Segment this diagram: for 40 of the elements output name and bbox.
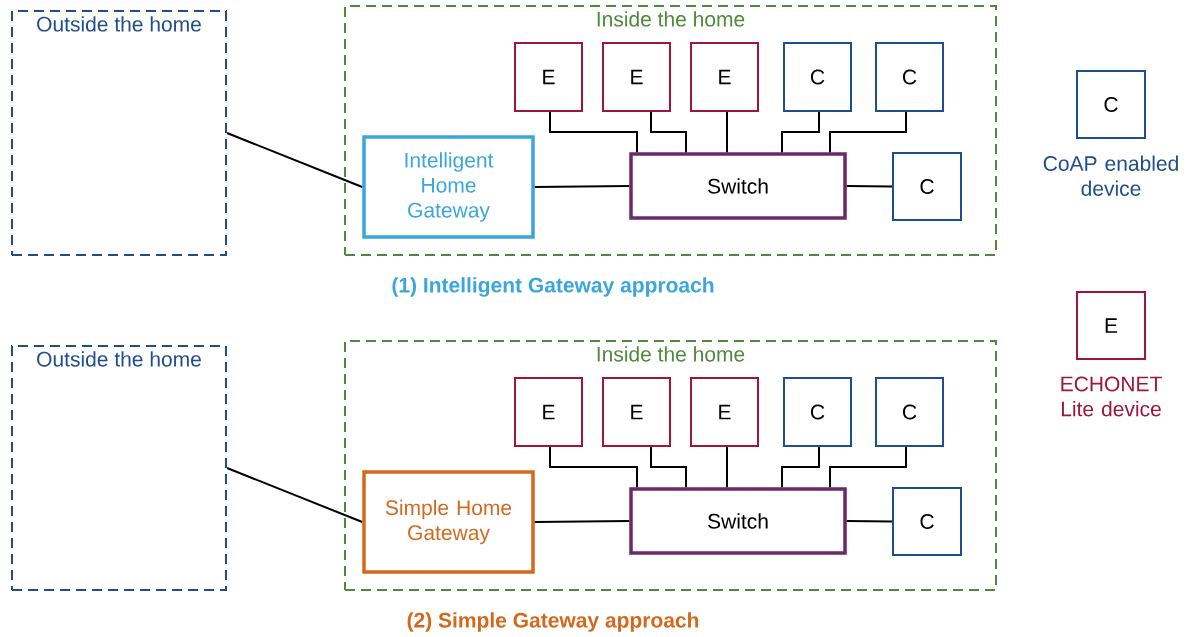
legend-text: ECHONET Lite device [1061, 376, 1162, 417]
device-box: E [602, 377, 671, 447]
switch-box: Switch [629, 152, 847, 220]
connector-line [829, 446, 907, 489]
device-box: E [514, 42, 583, 112]
connector-line [845, 520, 893, 523]
device-box: C [875, 377, 944, 447]
device-box: C [783, 42, 852, 112]
device-box: C [1076, 70, 1146, 139]
outside-home-box: Outside the home [11, 345, 227, 591]
device-box: E [690, 42, 759, 112]
device-box: E [690, 377, 759, 447]
connector-line [533, 185, 631, 188]
connector-line [533, 520, 631, 523]
connector-line [226, 467, 364, 523]
legend-text: CoAP enabled device [1043, 155, 1178, 196]
gateway-box: Simple Home Gateway [362, 470, 535, 574]
connector-line [650, 446, 687, 489]
device-box: E [602, 42, 671, 112]
connector-line [549, 111, 638, 154]
connector-line [781, 111, 820, 154]
device-box: C [783, 377, 852, 447]
connector-line [650, 111, 687, 154]
outside-home-box: Outside the home [11, 10, 227, 256]
device-box: E [1076, 291, 1146, 360]
gateway-box: Intelligent Home Gateway [362, 135, 535, 239]
connector-line [829, 111, 907, 154]
caption: (1) Intelligent Gateway approach [392, 277, 714, 297]
connector-line [845, 185, 893, 188]
caption: (2) Simple Gateway approach [407, 612, 699, 632]
device-box: C [892, 487, 962, 556]
connector-line [549, 446, 638, 489]
switch-box: Switch [629, 487, 847, 555]
connector-line [726, 111, 728, 154]
connector-line [781, 446, 820, 489]
connector-line [226, 132, 364, 188]
device-box: E [514, 377, 583, 447]
device-box: C [875, 42, 944, 112]
connector-line [726, 446, 728, 489]
device-box: C [892, 152, 962, 221]
